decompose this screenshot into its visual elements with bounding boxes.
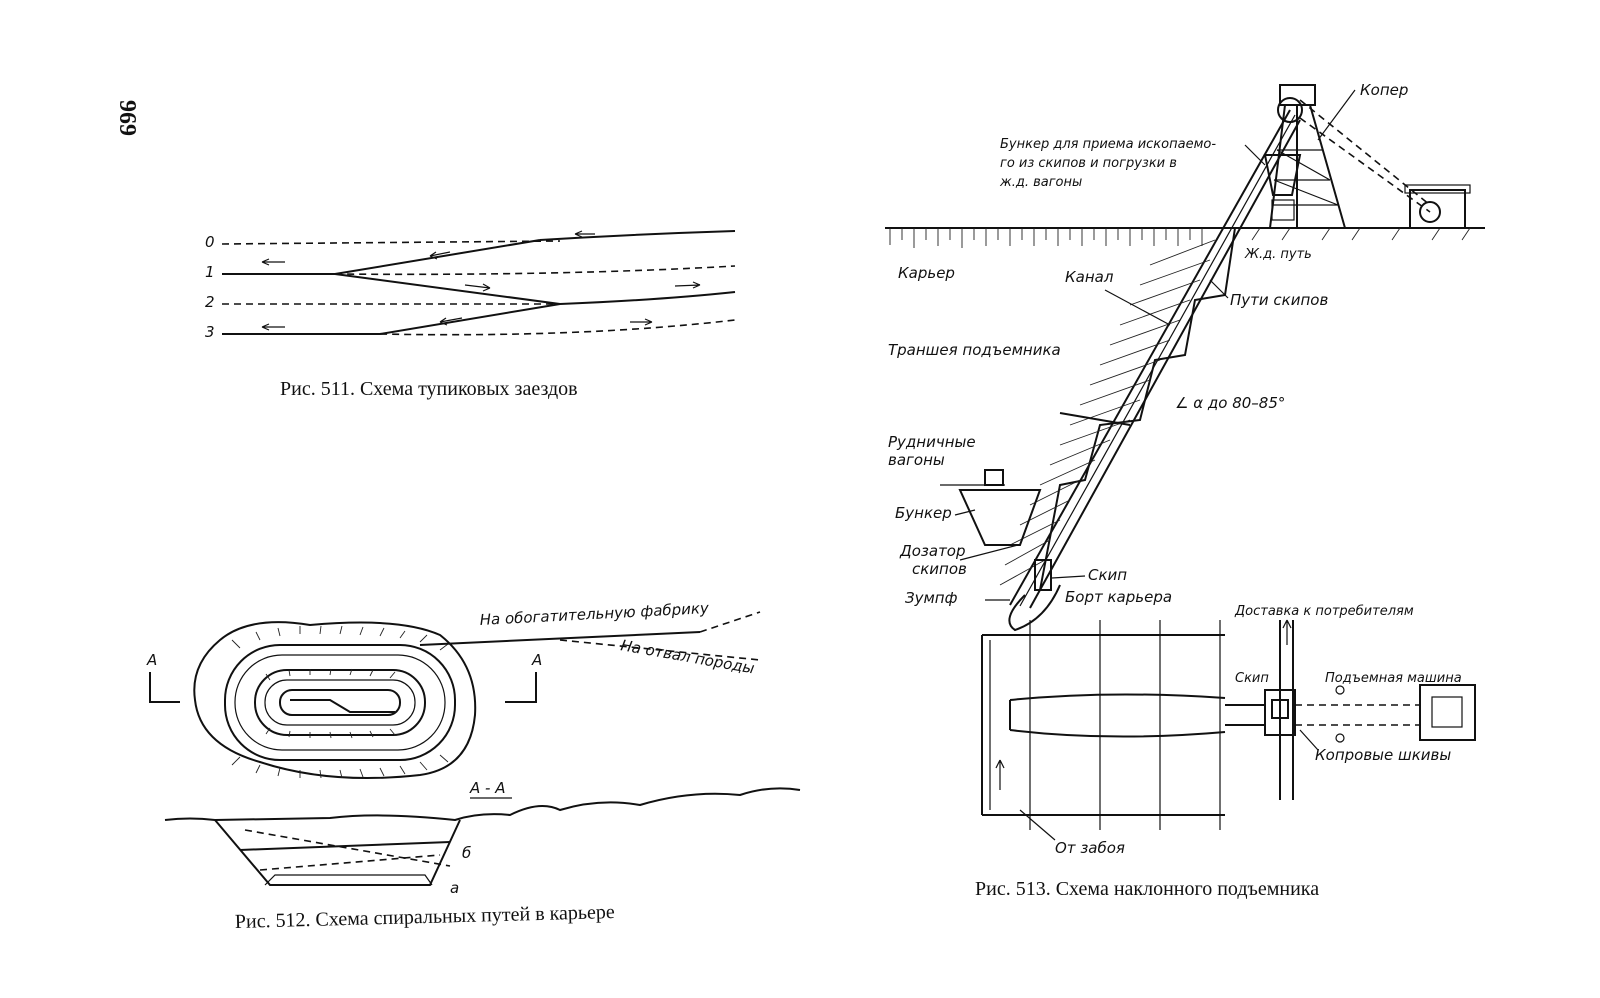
label-skip: Скип <box>1088 566 1127 584</box>
label-a: а <box>450 879 459 897</box>
label-bunker-top-2: го из скипов и погрузки в <box>1000 156 1177 171</box>
label-skip-plan: Скип <box>1235 671 1269 686</box>
caption-513: Рис. 513. Схема наклонного подъемника <box>975 878 1319 900</box>
label-hoist: Подъемная машина <box>1325 671 1462 686</box>
ground-profile <box>164 787 801 822</box>
section-mark-left: А <box>146 651 180 703</box>
trench-wall <box>1039 227 1236 591</box>
label-to-plant: На обогатительную фабрику <box>479 599 710 629</box>
lower-bunker <box>940 469 1052 591</box>
svg-text:А: А <box>146 651 157 669</box>
label-rail: Ж.д. путь <box>1244 247 1312 262</box>
track-label-0: 0 <box>205 233 215 251</box>
label-angle: ∠ α до 80–85° <box>1175 394 1285 412</box>
page-number: 969 <box>114 100 140 136</box>
hoist-ropes <box>1299 99 1431 213</box>
label-mine-cars-1: Рудничные <box>888 433 976 451</box>
pit-section <box>214 819 461 886</box>
section-title: А - А <box>469 779 505 797</box>
label-bunker-top-3: ж.д. вагоны <box>999 175 1082 190</box>
label-bunker: Бункер <box>895 504 952 522</box>
label-quarry-wall: Борт карьера <box>1065 588 1172 606</box>
label-skip-tracks: Пути скипов <box>1230 291 1328 309</box>
label-b: б <box>462 844 471 862</box>
surface-bunker <box>1263 154 1302 221</box>
pit-outline <box>193 621 477 780</box>
headframe <box>1269 84 1346 229</box>
figure-512: На обогатительную фабрику На отвал пород… <box>146 599 801 933</box>
label-to-dump: На отвал породы <box>619 636 756 677</box>
svg-text:А: А <box>531 651 542 669</box>
track-label-3: 3 <box>205 323 215 341</box>
track-label-2: 2 <box>205 293 215 311</box>
figure-513: Копер Бункер для приема ископаемо- го из… <box>885 81 1485 900</box>
label-from-face: От забоя <box>1055 839 1125 857</box>
plan-view <box>981 619 1476 830</box>
line-to-plant <box>419 631 701 646</box>
label-headframe: Копер <box>1360 81 1408 99</box>
label-doser-2: скипов <box>912 560 967 578</box>
label-delivery: Доставка к потребителям <box>1234 604 1414 619</box>
label-sump: Зумпф <box>905 589 958 607</box>
label-mine-cars-2: вагоны <box>888 451 945 469</box>
track-label-1: 1 <box>205 263 215 281</box>
caption-511: Рис. 511. Схема тупиковых заездов <box>280 378 578 400</box>
caption-512: Рис. 512. Схема спиральных путей в карье… <box>235 901 616 933</box>
section-mark-right: А <box>505 651 542 703</box>
label-trench: Траншея подъемника <box>888 341 1061 359</box>
figure-511: 0 1 2 3 Рис. 511. Схема тупиковых заездо… <box>205 230 736 400</box>
label-channel: Канал <box>1065 268 1114 286</box>
hoist-house <box>1404 184 1471 229</box>
label-sheaves: Копровые шкивы <box>1315 746 1451 764</box>
label-bunker-top-1: Бункер для приема ископаемо- <box>1000 137 1216 152</box>
skip-way-top <box>1009 109 1291 606</box>
label-quarry: Карьер <box>898 264 955 282</box>
track-0 <box>221 240 561 245</box>
line-to-dump <box>559 639 761 661</box>
label-doser-1: Дозатор <box>899 542 966 560</box>
track-3 <box>222 303 561 335</box>
